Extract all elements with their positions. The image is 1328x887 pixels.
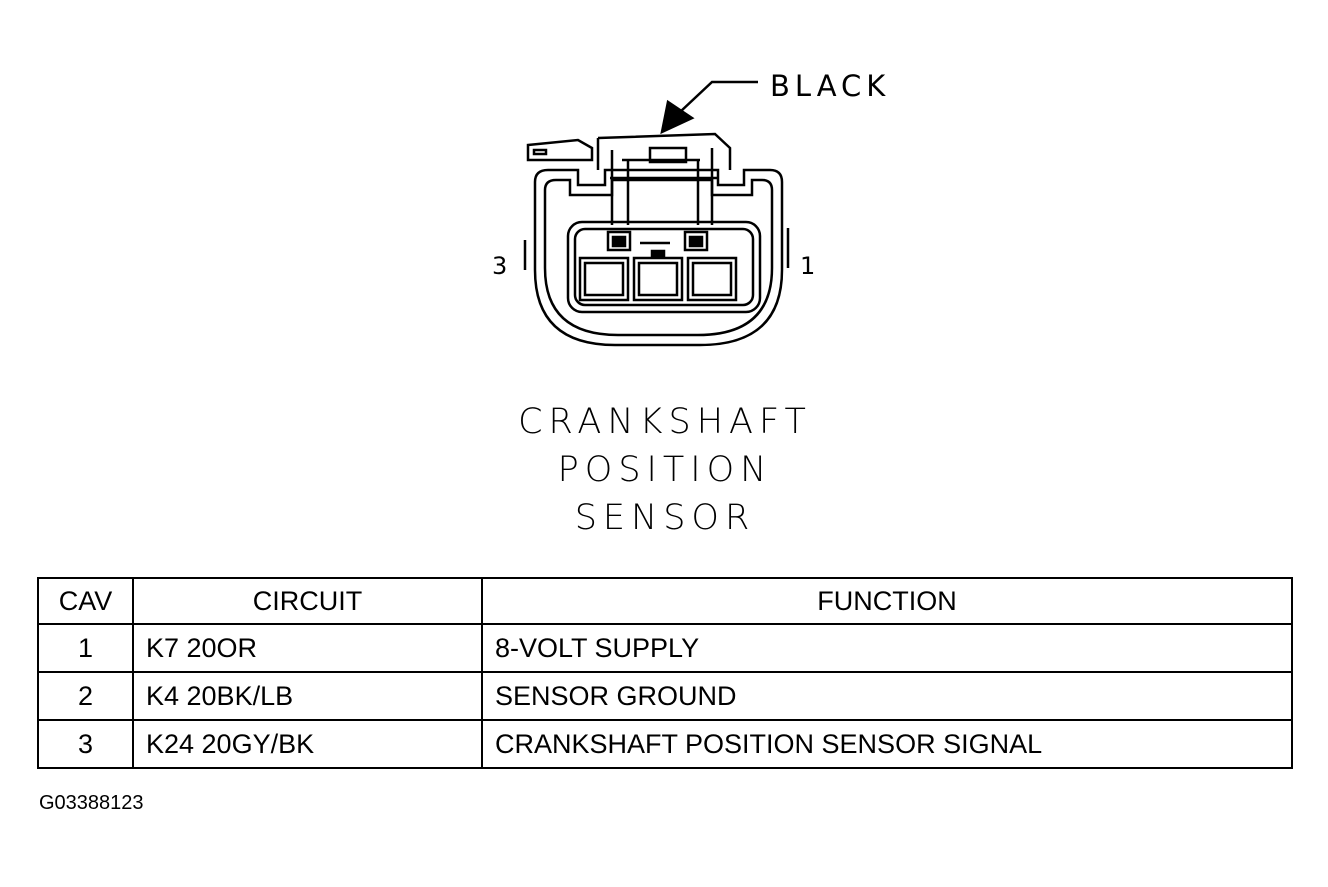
connector-diagram: BLACK 3 1 — [0, 0, 1328, 380]
latch-tab — [526, 138, 594, 162]
title-line-2: POSITION — [557, 450, 773, 490]
cav-cell: 3 — [37, 719, 134, 769]
title-line-1: CRANKSHAFT — [518, 402, 812, 442]
latch-slot — [532, 148, 548, 156]
table-row: 2 K4 20BK/LB SENSOR GROUND — [37, 671, 1293, 721]
cavity-3 — [578, 256, 630, 302]
circuit-cell: K7 20OR — [132, 623, 483, 673]
leader-arrowhead — [660, 99, 695, 135]
connector-inner-shell — [543, 178, 774, 337]
header-circuit: CIRCUIT — [132, 577, 483, 625]
header-function: FUNCTION — [481, 577, 1293, 625]
table-header-row: CAV CIRCUIT FUNCTION — [37, 577, 1293, 625]
latch-window — [648, 146, 688, 164]
function-cell: SENSOR GROUND — [481, 671, 1293, 721]
pin-1-label: 1 — [800, 252, 816, 280]
lock-square-left — [606, 230, 632, 252]
title-line-3: SENSOR — [574, 498, 756, 538]
table-row: 3 K24 20GY/BK CRANKSHAFT POSITION SENSOR… — [37, 719, 1293, 769]
latch-housing — [596, 132, 732, 170]
table-row: 1 K7 20OR 8-VOLT SUPPLY — [37, 623, 1293, 673]
component-title: CRANKSHAFT POSITION SENSOR — [400, 398, 930, 542]
pinout-table: CAV CIRCUIT FUNCTION 1 K7 20OR 8-VOLT SU… — [37, 577, 1293, 769]
lock-square-right — [683, 230, 709, 252]
connector-drawing — [523, 80, 790, 347]
connector-color-label: BLACK — [770, 69, 891, 103]
cav-cell: 1 — [37, 623, 134, 673]
circuit-cell: K4 20BK/LB — [132, 671, 483, 721]
function-cell: CRANKSHAFT POSITION SENSOR SIGNAL — [481, 719, 1293, 769]
header-cav: CAV — [37, 577, 134, 625]
figure-id: G03388123 — [39, 792, 144, 814]
cav-cell: 2 — [37, 671, 134, 721]
connector-outer-shell — [533, 168, 784, 347]
cavity-1 — [686, 256, 738, 302]
leader-line — [679, 80, 758, 113]
terminal-block — [566, 220, 762, 314]
cavity-2 — [632, 256, 684, 302]
pin-3-label: 3 — [492, 252, 508, 280]
circuit-cell: K24 20GY/BK — [132, 719, 483, 769]
function-cell: 8-VOLT SUPPLY — [481, 623, 1293, 673]
